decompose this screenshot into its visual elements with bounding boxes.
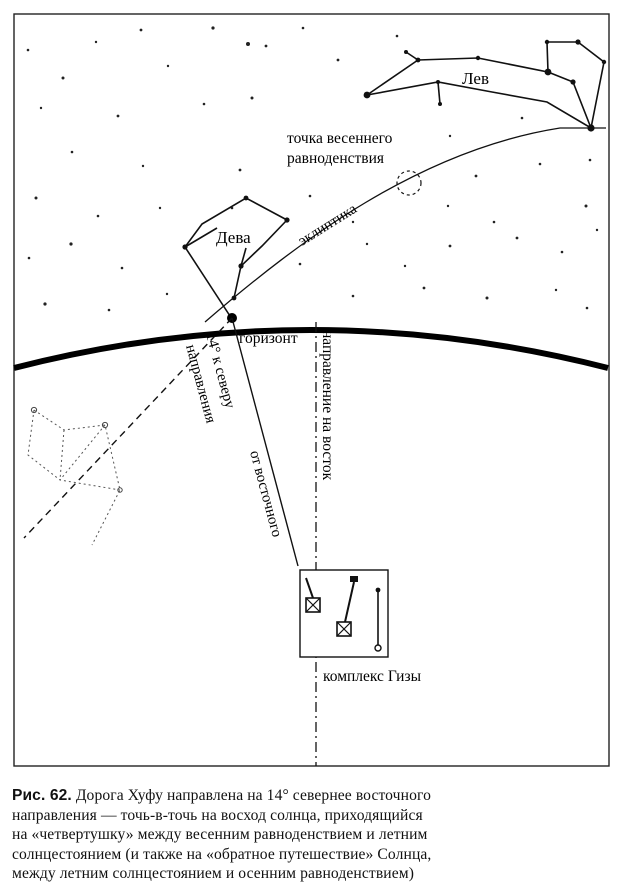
virgo-label: Дева — [216, 228, 251, 247]
leo-stars — [363, 39, 607, 132]
causeway-direction-line — [231, 317, 299, 567]
east-direction-label: направление на восток — [319, 330, 336, 481]
ecliptic-line — [204, 127, 606, 323]
virgo-stars — [182, 195, 290, 301]
giza-complex-inset — [299, 569, 389, 658]
horizon-label: горизонт — [239, 330, 298, 347]
caption-line-4: солнцестоянием (и также на «обратное пут… — [12, 845, 432, 863]
background-stars — [26, 26, 599, 312]
caption-line-3: на «четвертушку» между весенним равноден… — [12, 826, 428, 843]
caption-text-line-1: Дорога Хуфу направлена на 14° севернее в… — [75, 787, 431, 804]
ecliptic-label: эклиптика — [296, 201, 360, 249]
vernal-equinox-label-line2: равноденствия — [287, 150, 384, 167]
vernal-equinox-label-line1: точка весеннего — [287, 130, 393, 147]
figure-frame — [13, 13, 610, 767]
vernal-equinox-marker — [396, 170, 422, 196]
giza-complex-label: комплекс Гизы — [323, 668, 422, 685]
figure-caption: Рис. 62. Дорога Хуфу направлена на 14° с… — [12, 786, 612, 884]
faint-constellation — [27, 409, 121, 546]
leo-label: Лев — [462, 69, 489, 88]
virgo-constellation — [184, 197, 289, 317]
caption-line-5: между летним солнцестоянием и осенним ра… — [12, 865, 415, 882]
leo-constellation — [366, 41, 605, 131]
faint-constellation-stars — [30, 406, 123, 493]
dashed-sight-line — [23, 317, 233, 539]
horizon-line — [13, 327, 609, 371]
figure-number: Рис. 62. — [12, 787, 72, 804]
caption-line-1: Рис. 62. Дорога Хуфу направлена на 14° с… — [12, 786, 612, 806]
caption-line-2: направления — точь-в-точь на восход солн… — [12, 806, 423, 824]
